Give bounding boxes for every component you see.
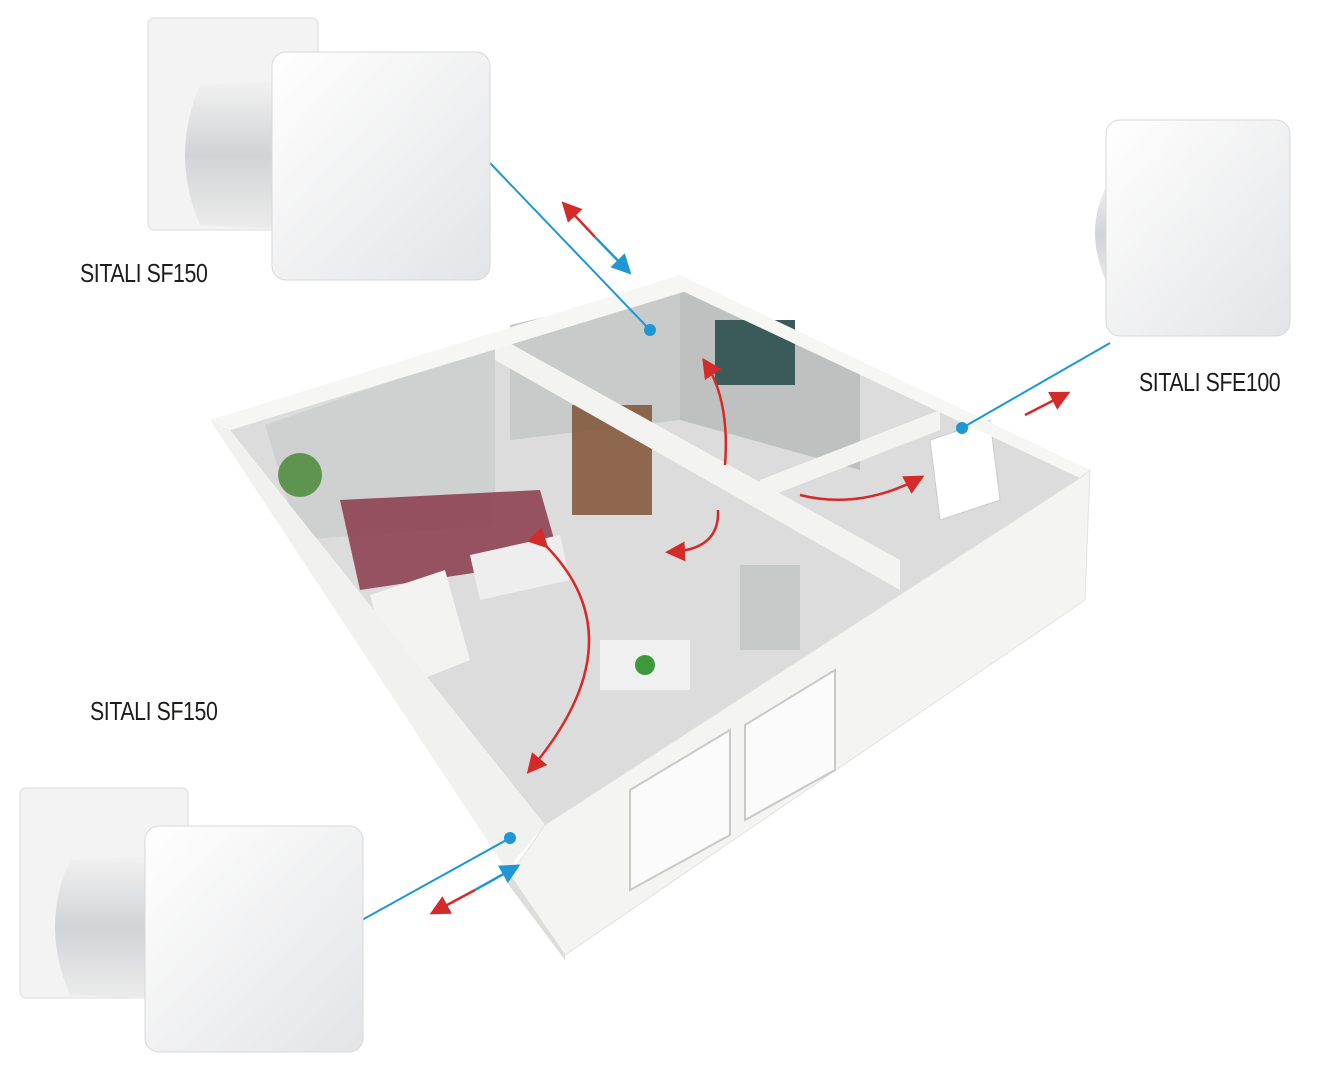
airflow-arrow [702, 357, 728, 466]
left-wall [210, 420, 545, 875]
bathroom-partition [760, 410, 940, 500]
front-panel [271, 51, 491, 281]
back-left-wall-top [210, 275, 690, 430]
front-panel [144, 825, 364, 1053]
fan-unit-sfe100-right [1095, 119, 1291, 337]
back-wall-living [265, 345, 495, 540]
duct-point [644, 324, 656, 336]
inflow-arrow [474, 864, 521, 892]
unit-label-top-left: SITALI SF150 [80, 258, 208, 288]
outflow-arrow [429, 888, 476, 915]
fan-unit-sf150-top [147, 17, 491, 281]
palm-plant [278, 453, 322, 497]
airflow-arrow [799, 475, 925, 502]
inflow-arrow [594, 236, 632, 275]
bathroom-window [929, 419, 1001, 521]
exchange-arrows [429, 201, 632, 915]
unit-label-right: SITALI SFE100 [1139, 367, 1281, 397]
airflow-arrow [665, 509, 720, 562]
unit-label-bottom-left: SITALI SF150 [90, 696, 218, 726]
front-window [629, 728, 731, 892]
exhaust-arrow [1024, 391, 1071, 417]
duct-point [504, 832, 516, 844]
front-window [744, 668, 836, 822]
plant [635, 655, 655, 675]
partition-wall [495, 335, 900, 590]
cabinet [740, 565, 800, 650]
duct-lines [361, 162, 1111, 921]
wall-corner [505, 875, 565, 960]
outflow-arrow [561, 201, 596, 238]
duct-point [956, 422, 968, 434]
duct-line [361, 837, 511, 921]
duct-line [961, 342, 1111, 429]
duct-line [489, 162, 651, 331]
fan-tube [55, 855, 170, 1000]
front-panel [1105, 119, 1291, 337]
fan-tube [185, 80, 300, 230]
front-windows [629, 668, 836, 892]
airflow-arrow [526, 527, 591, 774]
airflow-arrows [526, 357, 1071, 774]
fan-unit-sf150-bottom [19, 787, 364, 1053]
back-right-wall-top [680, 275, 1090, 478]
